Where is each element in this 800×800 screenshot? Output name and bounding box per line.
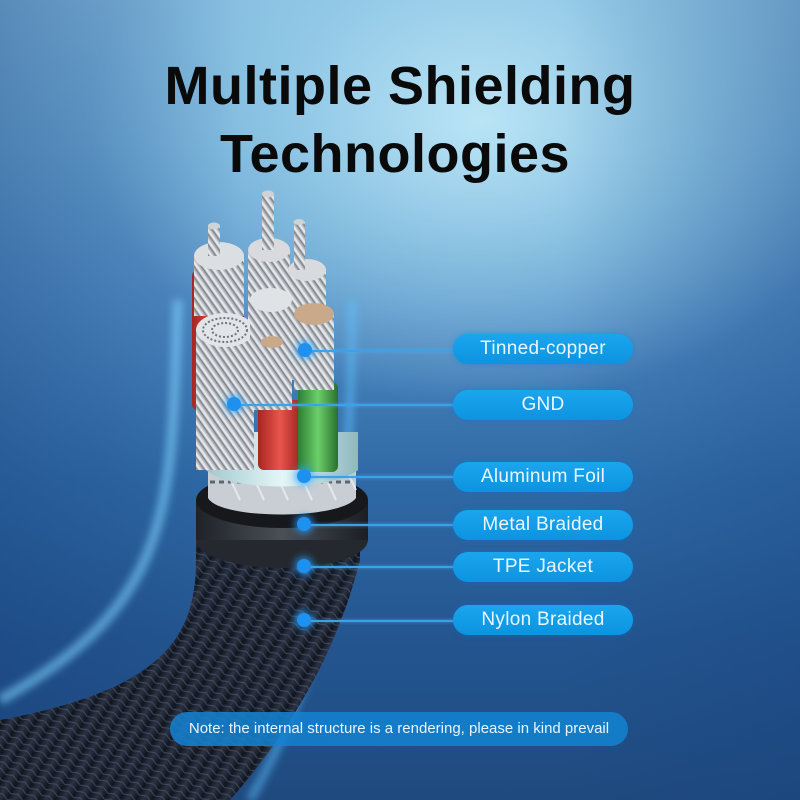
- disclaimer-note: Note: the internal structure is a render…: [170, 712, 628, 746]
- leader-line-nylon-braided: [304, 620, 455, 622]
- leader-line-metal-braided: [304, 524, 455, 526]
- marker-dot-nylon-braided: [297, 613, 311, 627]
- label-tinned-copper: Tinned-copper: [453, 334, 633, 364]
- leader-line-gnd: [234, 404, 455, 406]
- title-line-1: Multiple Shielding: [164, 56, 636, 116]
- label-nylon-braided: Nylon Braided: [453, 605, 633, 635]
- leader-line-tpe-jacket: [304, 566, 455, 568]
- marker-dot-tinned-copper: [298, 343, 312, 357]
- label-gnd: GND: [453, 390, 633, 420]
- marker-dot-gnd: [227, 397, 241, 411]
- marker-dot-aluminum-foil: [297, 469, 311, 483]
- marker-dot-metal-braided: [297, 517, 311, 531]
- label-tpe-jacket: TPE Jacket: [453, 552, 633, 582]
- leader-line-tinned-copper: [305, 350, 455, 352]
- title-line-2: Technologies: [219, 124, 571, 184]
- label-metal-braided: Metal Braided: [453, 510, 633, 540]
- label-aluminum-foil: Aluminum Foil: [453, 462, 633, 492]
- page-title: Multiple Shielding Technologies: [0, 52, 800, 188]
- marker-dot-tpe-jacket: [297, 559, 311, 573]
- leader-line-aluminum-foil: [304, 476, 455, 478]
